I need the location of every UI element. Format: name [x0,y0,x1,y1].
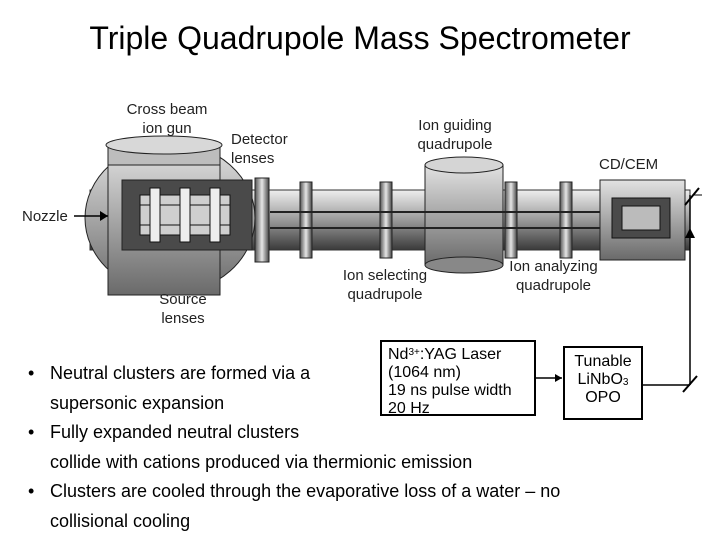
laser-yag: :YAG Laser [419,346,502,363]
label-nozzle: Nozzle [22,208,68,225]
laser-spec-box: Nd3+:YAG Laser (1064 nm) 19 ns pulse wid… [380,340,536,417]
opo-line-2: LiNbO3 [565,371,641,389]
bullet-dot: • [28,481,35,501]
bullet-text: collisional cooling [50,510,191,531]
label-line: quadrupole [417,136,493,153]
label-line: Ion selecting [342,267,428,284]
label-line: Ion analyzing [509,258,598,275]
bullet-item: • Fully expanded neutral clusters collid… [28,418,708,477]
label-ion-analyzing-quadrupole: Ion analyzing quadrupole [496,257,611,295]
label-source-lenses: Source lenses [138,290,228,328]
label-line: Ion guiding [418,117,492,134]
label-line: Cross beam [126,101,208,118]
label-cross-beam-ion-gun: Cross beam ion gun [112,100,222,138]
bullet-item: • Clusters are cooled through the evapor… [28,477,708,536]
label-detector-lenses: Detector lenses [231,130,311,168]
bullet-item: • Neutral clusters are formed via a supe… [28,359,708,418]
bullet-text: Neutral clusters are formed via a [50,363,311,383]
bullet-list: • Neutral clusters are formed via a supe… [28,359,708,536]
bullet-text: supersonic expansion [50,392,225,413]
opo-subscript: 3 [622,377,629,388]
label-line: Detector [231,131,288,148]
laser-pulse-width: 19 ns pulse width [388,382,512,399]
label-line: lenses [161,310,205,327]
label-line: lenses [231,150,275,167]
label-line: ion gun [142,120,192,137]
label-line: quadrupole [515,277,592,294]
bullet-text: Clusters are cooled through the evaporat… [50,481,561,501]
opo-box: Tunable LiNbO3 OPO [563,346,643,420]
laser-wavelength: (1064 nm) [388,364,461,381]
bullet-dot: • [28,422,35,442]
label-cd-cem: CD/CEM [599,156,659,173]
opo-line-1: Tunable [574,353,632,370]
opo-line-3: OPO [585,389,621,406]
slide-title: Triple Quadrupole Mass Spectrometer [89,20,631,56]
opo-crystal: LiNbO [577,371,623,388]
bullet-text: Fully expanded neutral clusters [50,422,300,442]
bullet-text: collide with cations produced via thermi… [50,451,473,472]
label-ion-selecting-quadrupole: Ion selecting quadrupole [330,266,440,304]
laser-rate: 20 Hz [388,400,430,417]
laser-charge: 3+ [408,347,420,358]
label-ion-guiding-quadrupole: Ion guiding quadrupole [400,116,510,154]
laser-line-1: Nd3+:YAG Laser [388,346,534,364]
label-line: quadrupole [347,286,423,303]
laser-nd: Nd [388,346,409,363]
label-line: Source [159,291,207,308]
bullet-dot: • [28,363,35,383]
